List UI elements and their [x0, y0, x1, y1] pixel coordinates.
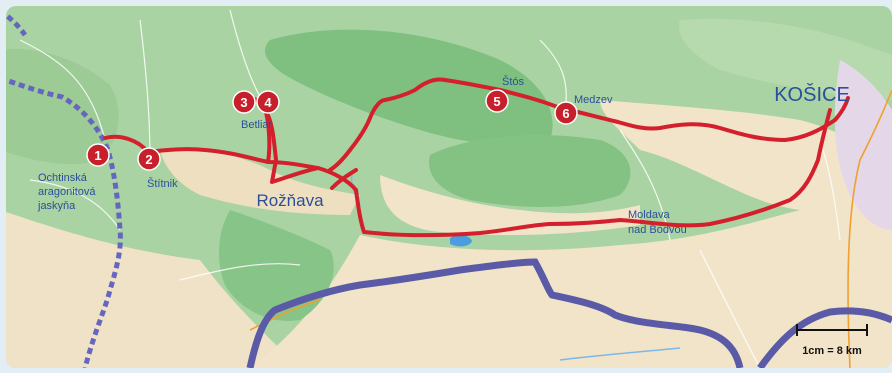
place-label-moldava-line2: nad Bodvou: [628, 224, 687, 236]
marker-3[interactable]: 3: [232, 90, 256, 114]
place-label-stos: Štós: [502, 75, 525, 88]
city-label-roznava: Rožňava: [256, 191, 324, 210]
place-label-ochtinska-line1: Ochtinská: [38, 172, 88, 184]
open-land-south: [250, 190, 892, 368]
marker-2-number: 2: [145, 152, 152, 167]
route-markers: 1 2 3 4 5 6: [86, 89, 578, 171]
marker-4-number: 4: [264, 95, 272, 110]
open-land-roznava: [160, 148, 360, 215]
forest-patch-west: [6, 49, 119, 165]
marker-6[interactable]: 6: [554, 101, 578, 125]
marker-5[interactable]: 5: [485, 89, 509, 113]
open-land-valley: [380, 175, 640, 236]
open-land-southwest: [6, 210, 300, 368]
marker-1[interactable]: 1: [86, 143, 110, 167]
state-border-east: [757, 307, 892, 368]
place-label-medzev: Medzev: [574, 94, 613, 106]
forest-patch-southwest: [218, 210, 334, 321]
marker-4[interactable]: 4: [256, 90, 280, 114]
place-label-betliar: Betliar: [241, 119, 273, 131]
marker-6-number: 6: [562, 106, 569, 121]
kosice-urban-area: [834, 60, 892, 230]
region-boundary-northwest: [6, 8, 28, 37]
city-label-kosice: KOŠICE: [774, 83, 850, 106]
place-label-stitnik: Štítnik: [147, 177, 178, 190]
place-label-ochtinska-line2: aragonitová: [38, 186, 96, 198]
place-label-ochtinska-line3: jaskyňa: [37, 200, 76, 212]
marker-1-number: 1: [94, 148, 101, 163]
main-roads: [249, 89, 892, 368]
marker-2[interactable]: 2: [137, 147, 161, 171]
marker-5-number: 5: [493, 94, 500, 109]
minor-roads: [19, 9, 841, 368]
forest-patch-north: [265, 29, 553, 146]
forest-patch-valley: [429, 135, 631, 207]
region-boundary-west: [6, 75, 123, 368]
marker-3-number: 3: [240, 95, 247, 110]
place-label-moldava-line1: Moldava: [628, 209, 670, 221]
state-border: [246, 258, 744, 368]
river-south: [559, 347, 681, 361]
scale-bar: 1cm = 8 km: [796, 324, 868, 357]
scale-bar-label: 1cm = 8 km: [802, 345, 862, 357]
lake: [450, 235, 472, 247]
